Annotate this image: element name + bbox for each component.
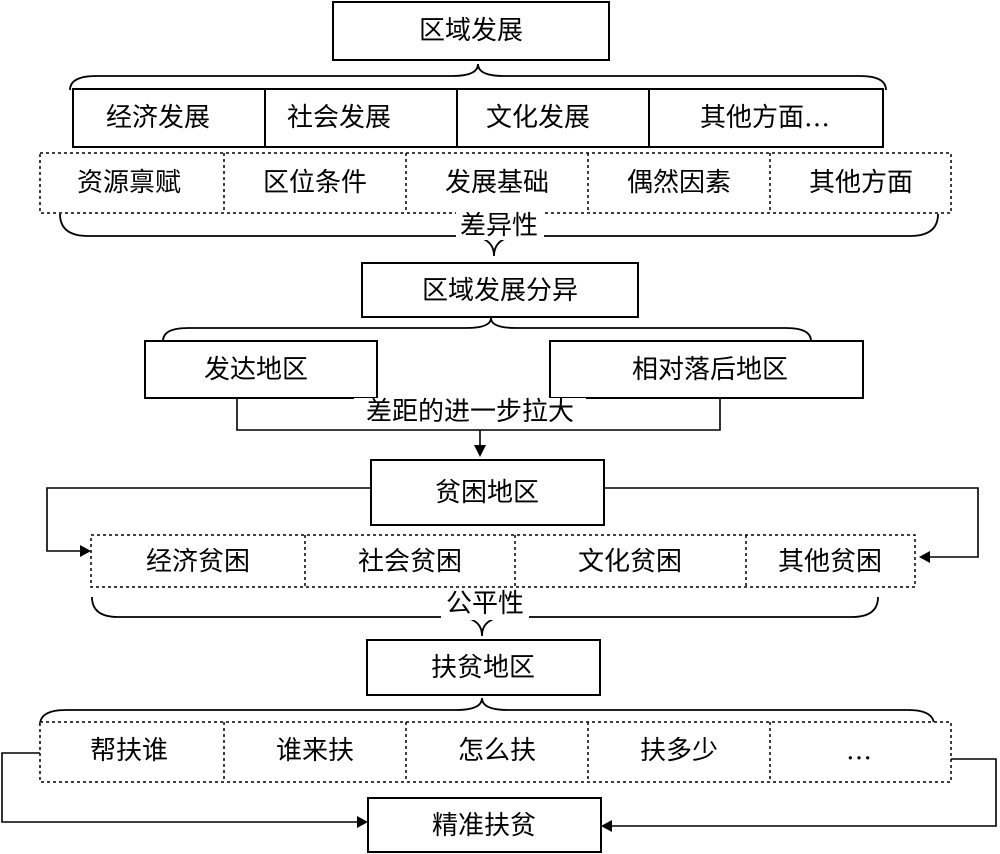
factors-row: 资源禀赋 区位条件 发展基础 偶然因素 其他方面 [39,152,952,214]
gap-label: 差距的进一步拉大 [366,397,574,427]
backward-region-box: 相对落后地区 [549,340,864,399]
aspect-social: 社会发展 [287,103,391,133]
aid-question-how: 怎么扶 [458,736,536,766]
aspect-cultural: 文化发展 [486,103,590,133]
poverty-right-arrow [919,551,930,563]
brace-divergence [162,317,812,342]
region-development-box: 区域发展 [332,1,610,61]
poverty-economic: 经济贫困 [146,547,250,577]
divergence-text: 区域发展分异 [422,276,578,306]
aid-box: 扶贫地区 [366,639,601,696]
brace-top [69,63,887,91]
aid-text: 扶贫地区 [431,653,535,683]
poverty-box: 贫困地区 [370,459,605,526]
poverty-types-row: 经济贫困 社会贫困 文化贫困 其他贫困 [90,534,916,588]
aid-left-connector [1,752,357,823]
gap-connector [236,398,721,431]
aspect-economic: 经济发展 [106,103,210,133]
aid-questions-row: 帮扶谁 谁来扶 怎么扶 扶多少 … [39,721,952,783]
poverty-text: 贫困地区 [435,478,539,508]
fairness-label: 公平性 [446,589,524,619]
brace-fairness [91,596,879,637]
region-development-text: 区域发展 [419,16,523,46]
aspect-other: 其他方面… [700,103,830,133]
backward-region-text: 相对落后地区 [632,355,788,385]
poverty-right-connector [604,487,979,558]
brace-difference [59,213,939,257]
poverty-social: 社会贫困 [358,547,462,577]
gap-arrow-head [474,445,486,457]
difference-label: 差异性 [460,211,538,241]
developed-region-text: 发达地区 [204,355,308,385]
brace-aid [39,697,935,726]
aid-right-connector [612,758,997,827]
poverty-left-connector [46,487,371,552]
aid-question-who-to-help: 帮扶谁 [90,736,168,766]
factor-chance: 偶然因素 [627,168,731,198]
developed-region-box: 发达地区 [144,340,378,399]
poverty-left-arrow [80,545,91,557]
precision-poverty-alleviation-box: 精准扶贫 [367,797,602,853]
factor-resources: 资源禀赋 [77,168,181,198]
aid-question-how-much: 扶多少 [640,736,718,766]
factor-other: 其他方面 [809,168,913,198]
poverty-cultural: 文化贫困 [578,547,682,577]
poverty-other: 其他贫困 [778,547,882,577]
aspects-row: 经济发展 社会发展 文化发展 其他方面… [72,88,884,148]
divergence-box: 区域发展分异 [361,262,639,318]
precision-poverty-alleviation-text: 精准扶贫 [432,811,536,841]
factor-foundation: 发展基础 [445,168,549,198]
aid-question-more: … [846,736,872,766]
aid-left-arrow [357,816,368,828]
aid-right-arrow [601,820,612,832]
factor-location: 区位条件 [263,168,367,198]
aid-question-who-helps: 谁来扶 [276,736,354,766]
